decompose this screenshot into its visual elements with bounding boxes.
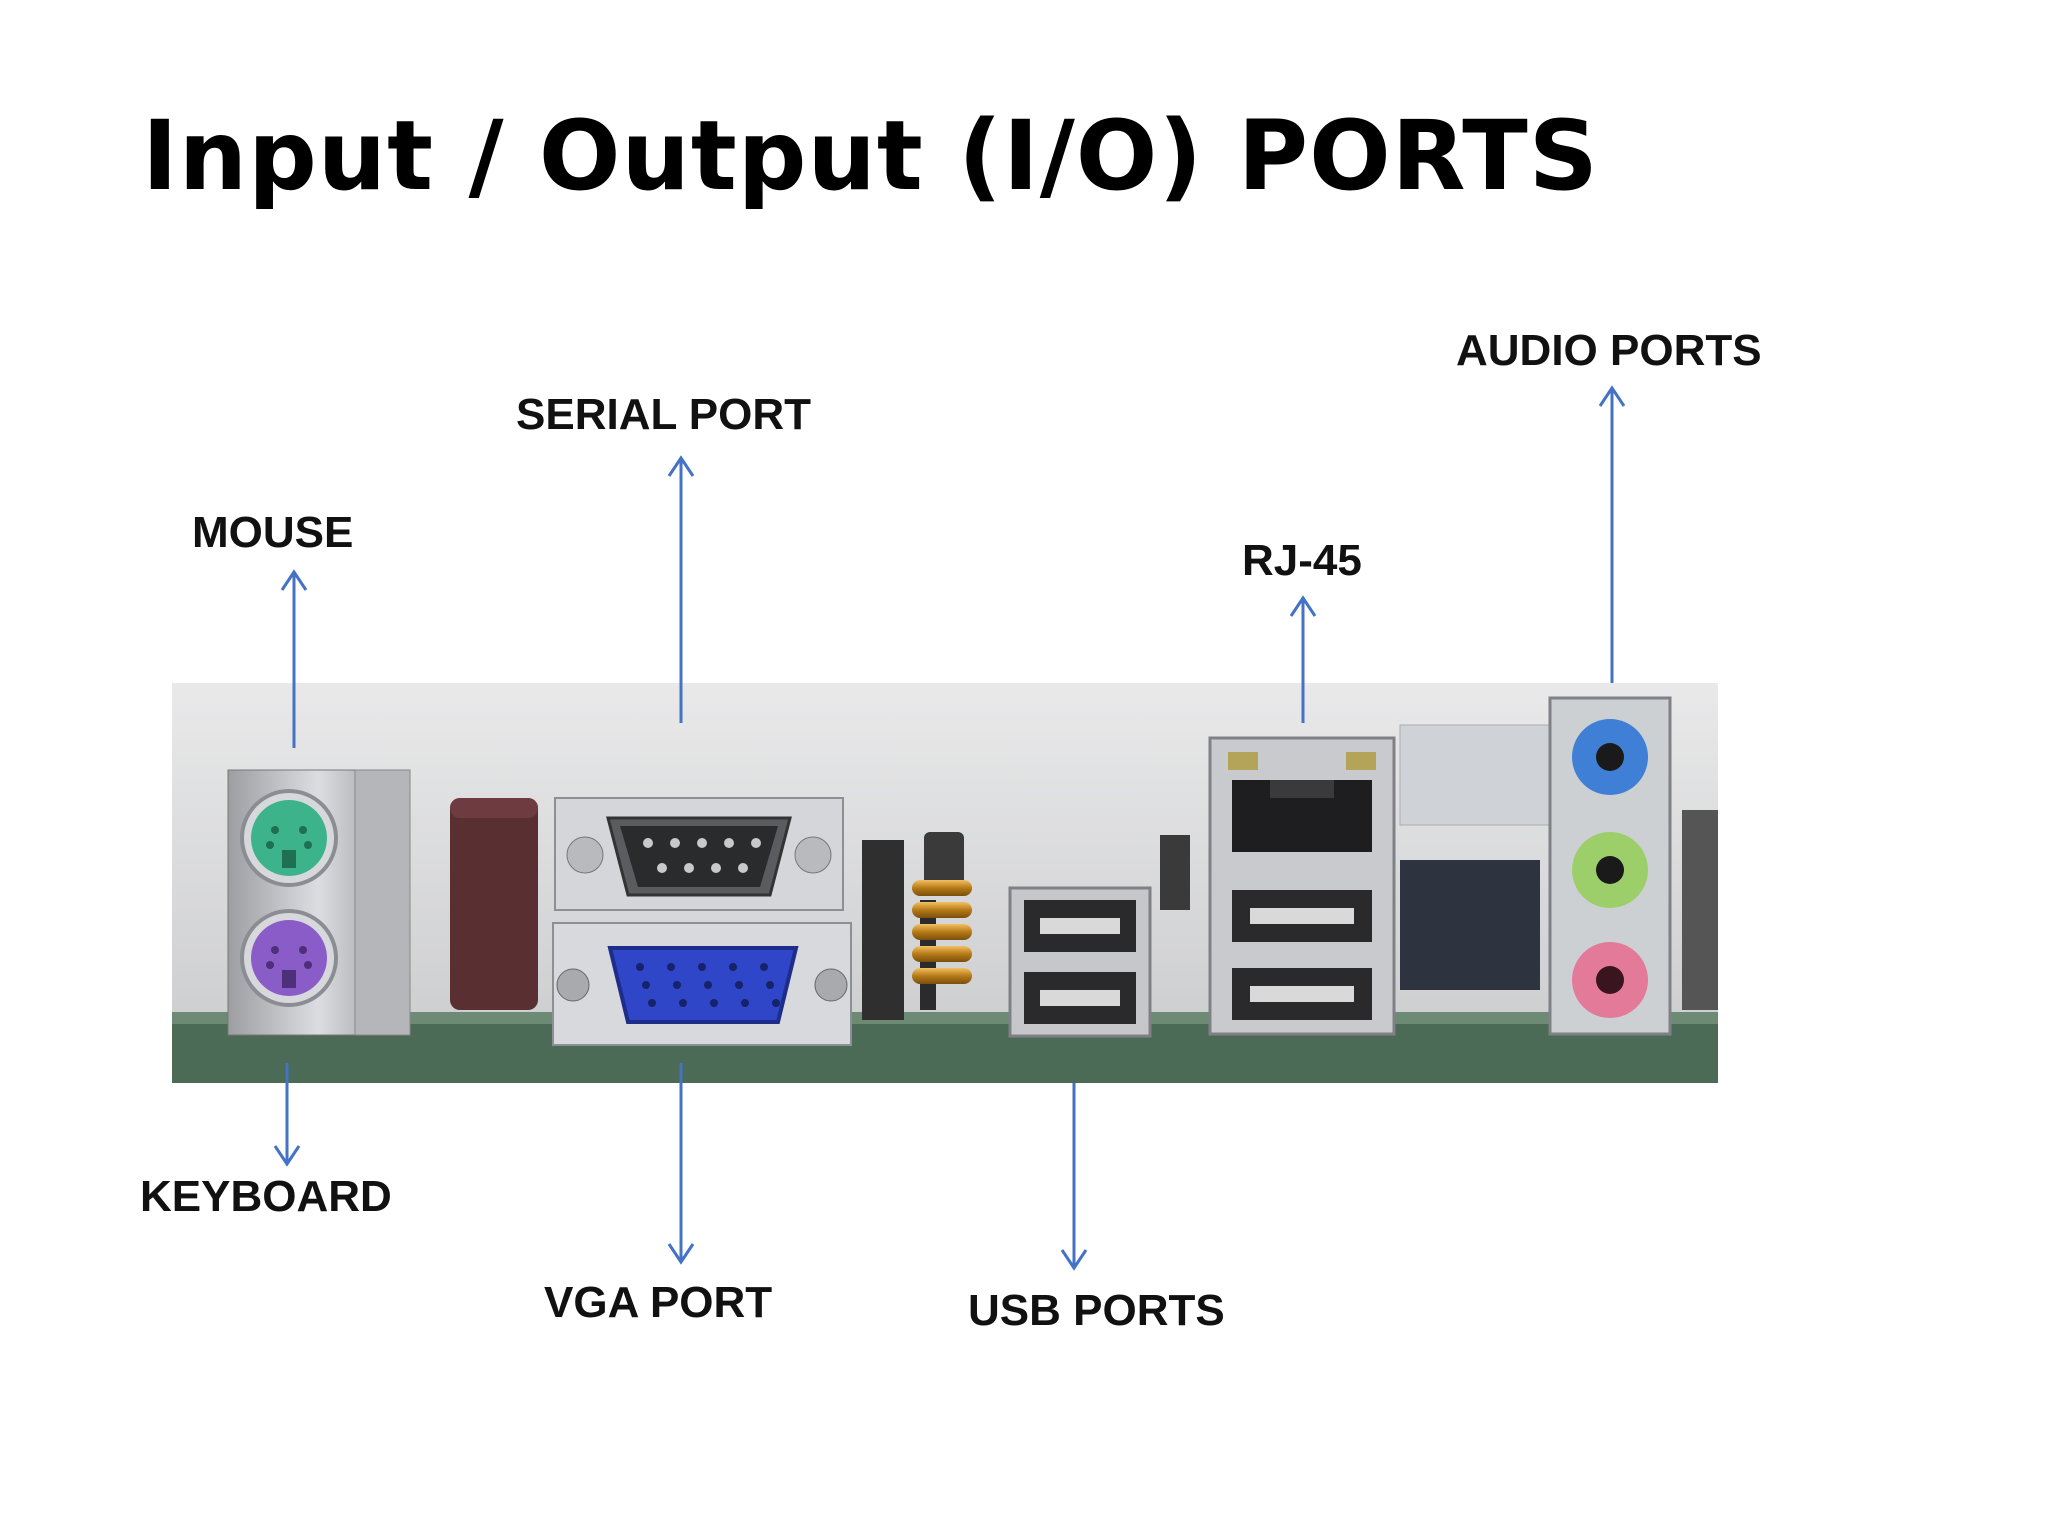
arrow-vga-port [667, 1063, 695, 1265]
ps2-port-stack [227, 769, 411, 1036]
label-audio-ports: AUDIO PORTS [1456, 326, 1762, 375]
label-mouse: MOUSE [192, 508, 354, 557]
arrow-audio-ports [1598, 385, 1626, 683]
arrow-usb-ports [1060, 1083, 1088, 1271]
arrow-mouse [280, 569, 308, 748]
label-rj45: RJ-45 [1242, 536, 1362, 585]
arrow-serial-port [667, 455, 695, 723]
label-usb-ports: USB PORTS [968, 1286, 1225, 1335]
audio-jack-stack [1548, 696, 1672, 1036]
mouse-ps2-port [251, 800, 327, 876]
callout-arrows [273, 385, 1626, 1271]
inductor-coil [912, 880, 972, 1010]
vga-db15-shell [607, 946, 799, 1024]
usb-port-stack [1008, 886, 1152, 1038]
serial-port-connector [554, 797, 844, 911]
vga-port-connector [552, 922, 852, 1046]
keyboard-ps2-port [251, 920, 327, 996]
label-vga-port: VGA PORT [544, 1278, 773, 1327]
rj45-usb-stack [1208, 736, 1396, 1036]
label-keyboard: KEYBOARD [140, 1172, 392, 1221]
pcb-board [172, 1020, 1718, 1083]
capacitor [450, 798, 538, 1010]
arrow-rj45 [1289, 595, 1317, 723]
label-serial-port: SERIAL PORT [516, 390, 812, 439]
arrow-keyboard [273, 1063, 301, 1167]
page-title: Input / Output (I/O) PORTS [142, 100, 1599, 212]
